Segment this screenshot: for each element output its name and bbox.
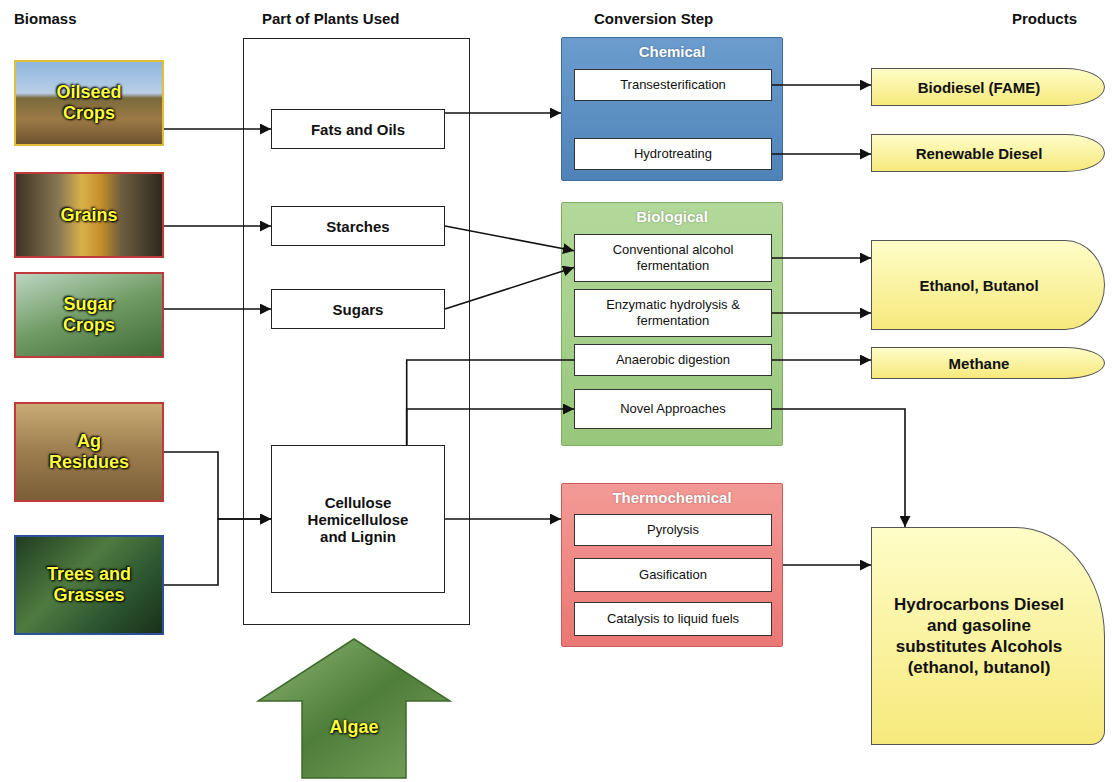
process-box: Anaerobic digestion xyxy=(574,344,772,376)
flow-arrow xyxy=(164,519,271,585)
node-label: Hydrocarbons Diesel and gasoline substit… xyxy=(892,594,1067,679)
node-label: Oilseed Crops xyxy=(39,82,139,123)
product-shape: Ethanol, Butanol xyxy=(871,240,1105,330)
process-box: Catalysis to liquid fuels xyxy=(574,602,772,636)
flow-arrow xyxy=(772,257,871,259)
process-box: Gasification xyxy=(574,558,772,592)
flow-arrow xyxy=(445,226,574,251)
flow-arrow xyxy=(772,312,871,314)
product-shape: Renewable Diesel xyxy=(871,134,1105,172)
process-group: ChemicalTransesterificationHydrotreating xyxy=(561,37,783,181)
node-label: Renewable Diesel xyxy=(916,145,1043,162)
node-label: Novel Approaches xyxy=(620,401,726,417)
node-label: Starches xyxy=(326,218,389,235)
node-label: Ag Residues xyxy=(39,431,139,472)
flow-arrow xyxy=(164,452,271,519)
flow-arrow xyxy=(783,564,871,566)
process-box: Hydrotreating xyxy=(574,138,772,170)
plant-part-box: Cellulose Hemicellulose and Lignin xyxy=(271,445,445,593)
node-label: Grains xyxy=(60,205,117,226)
flow-arrow xyxy=(445,112,561,114)
process-box: Transesterification xyxy=(574,69,772,101)
flow-arrow xyxy=(164,225,271,227)
node-label: Anaerobic digestion xyxy=(616,352,730,368)
node-label: Trees and Grasses xyxy=(39,564,139,605)
node-label: Gasification xyxy=(639,567,707,583)
process-group: ThermochemicalPyrolysisGasificationCatal… xyxy=(561,483,783,647)
group-heading: Biological xyxy=(562,203,782,225)
biomass-photo: Grains xyxy=(14,172,164,258)
flow-arrow xyxy=(407,360,574,445)
process-box: Conventional alcohol fermentation xyxy=(574,234,772,282)
column-frame xyxy=(244,39,470,625)
flow-arrow xyxy=(407,409,574,445)
column-heading: Products xyxy=(1012,10,1077,27)
node-label: Fats and Oils xyxy=(311,121,405,138)
process-box: Novel Approaches xyxy=(574,389,772,429)
column-heading: Conversion Step xyxy=(594,10,713,27)
plant-part-box: Starches xyxy=(271,206,445,246)
process-box: Pyrolysis xyxy=(574,514,772,546)
algae-arrow: Algae xyxy=(256,637,452,779)
product-shape: Methane xyxy=(871,347,1105,379)
node-label: Enzymatic hydrolysis & fermentation xyxy=(583,297,763,328)
node-label: Methane xyxy=(949,355,1010,372)
process-group: BiologicalConventional alcohol fermentat… xyxy=(561,202,783,446)
node-label: Biodiesel (FAME) xyxy=(918,79,1041,96)
flow-arrow xyxy=(772,153,871,155)
node-label: Transesterification xyxy=(620,77,726,93)
group-heading: Thermochemical xyxy=(562,484,782,506)
biomass-photo: Trees and Grasses xyxy=(14,535,164,635)
flow-arrow xyxy=(772,359,871,361)
flow-arrow xyxy=(164,128,271,130)
product-shape: Biodiesel (FAME) xyxy=(871,68,1105,106)
node-label: Cellulose Hemicellulose and Lignin xyxy=(293,494,423,545)
node-label: Hydrotreating xyxy=(634,146,712,162)
node-label: Catalysis to liquid fuels xyxy=(607,611,739,627)
column-heading: Biomass xyxy=(14,10,77,27)
flow-arrow xyxy=(772,409,905,527)
plant-part-box: Sugars xyxy=(271,289,445,329)
node-label: Pyrolysis xyxy=(647,522,699,538)
product-shape: Hydrocarbons Diesel and gasoline substit… xyxy=(871,527,1105,745)
plant-part-box: Fats and Oils xyxy=(271,109,445,149)
node-label: Sugar Crops xyxy=(39,294,139,335)
process-box: Enzymatic hydrolysis & fermentation xyxy=(574,289,772,337)
node-label: Conventional alcohol fermentation xyxy=(583,242,763,273)
node-label: Sugars xyxy=(333,301,384,318)
node-label: Algae xyxy=(329,717,378,738)
algae-arrow-outline xyxy=(258,639,450,778)
group-heading: Chemical xyxy=(562,38,782,60)
flow-arrow xyxy=(164,308,271,310)
flow-arrow xyxy=(445,518,561,520)
biomass-photo: Oilseed Crops xyxy=(14,60,164,146)
biomass-photo: Ag Residues xyxy=(14,402,164,502)
algae-arrow-shape xyxy=(256,637,452,779)
column-heading: Part of Plants Used xyxy=(262,10,400,27)
flow-arrow xyxy=(772,84,871,86)
flow-arrow xyxy=(445,268,574,309)
biomass-photo: Sugar Crops xyxy=(14,272,164,358)
node-label: Ethanol, Butanol xyxy=(919,277,1038,294)
